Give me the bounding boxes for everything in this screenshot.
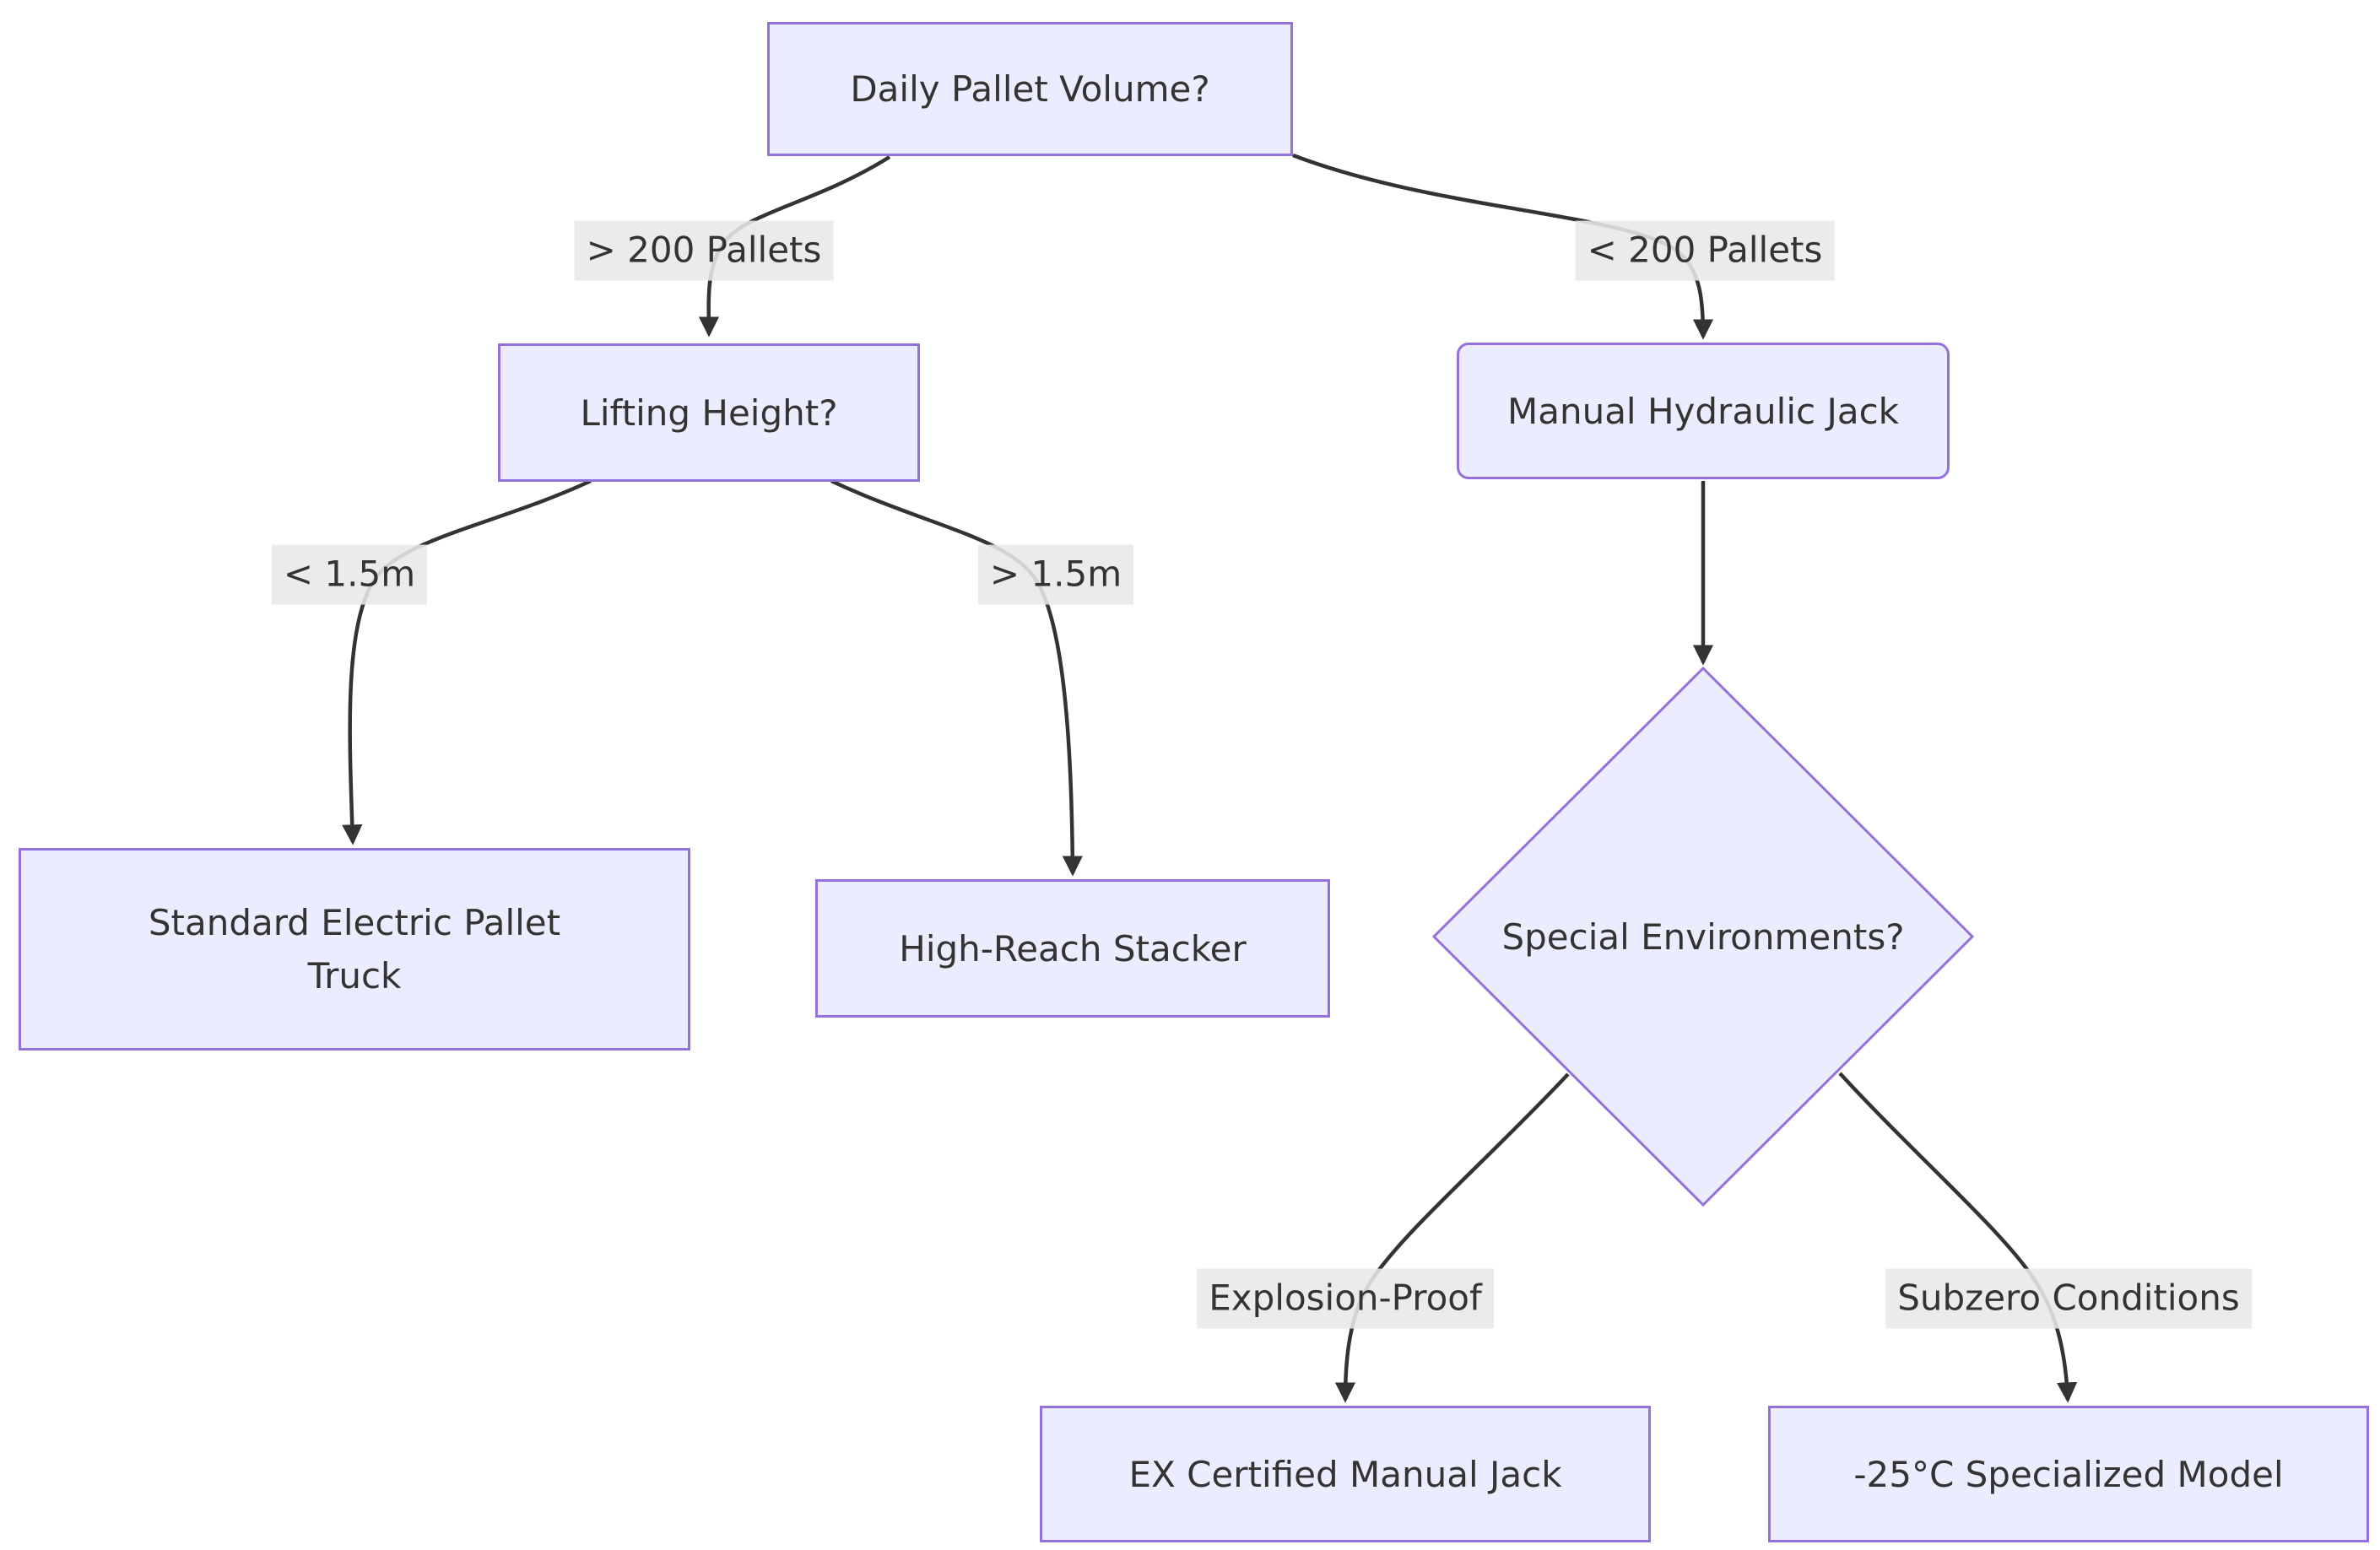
edge-special-env-to-subzero-model: [1838, 1072, 2078, 1403]
edge-label-explosion-proof: Explosion-Proof: [1197, 1268, 1494, 1329]
edge-label-lt-1-5m: < 1.5m: [271, 544, 428, 605]
edge-label-gt-200-pallets: > 200 Pallets: [574, 220, 834, 281]
edge-label-subzero-conditions: Subzero Conditions: [1885, 1268, 2252, 1329]
node-minus-25c-specialized-model: -25°C Specialized Model: [1768, 1406, 2369, 1542]
node-ex-certified-manual-jack: EX Certified Manual Jack: [1040, 1406, 1651, 1542]
node-standard-electric-pallet-truck: Standard Electric Pallet Truck: [19, 848, 690, 1050]
node-high-reach-stacker: High-Reach Stacker: [815, 879, 1330, 1018]
edge-label-gt-1-5m: > 1.5m: [977, 544, 1134, 605]
diamond-special-environments-shape: [1431, 666, 1975, 1207]
edge-lifting-to-standard-truck: [342, 478, 592, 845]
node-special-environments: Special Environments?: [1501, 915, 1905, 958]
edge-lifting-to-high-reach: [830, 478, 1083, 877]
edge-label-lt-200-pallets: < 200 Pallets: [1575, 220, 1835, 281]
node-manual-hydraulic-jack: Manual Hydraulic Jack: [1457, 343, 1950, 479]
node-daily-pallet-volume: Daily Pallet Volume?: [767, 22, 1293, 156]
edge-special-env-to-ex-jack: [1334, 1072, 1570, 1403]
node-lifting-height: Lifting Height?: [498, 343, 920, 482]
